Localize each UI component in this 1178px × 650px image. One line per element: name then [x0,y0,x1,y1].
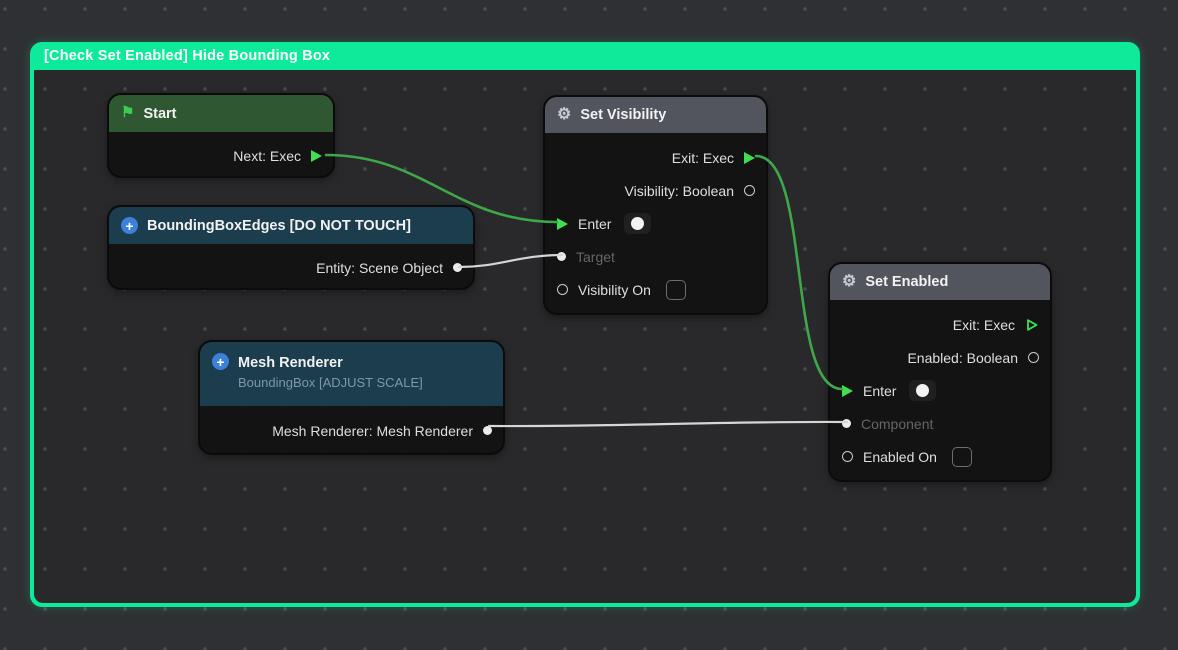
row-component: Component [830,407,1050,440]
node-set-visibility-header[interactable]: ⚙ Set Visibility [545,97,766,133]
row-visibility-boolean: Visibility: Boolean [545,174,766,207]
row-enter: Enter [830,374,1050,407]
row-exit-exec: Exit: Exec [545,141,766,174]
node-title: Set Visibility [580,107,667,123]
port-label: Exit: Exec [952,316,1015,333]
port-label: Target [576,248,615,265]
node-boundingboxedges-header[interactable]: + BoundingBoxEdges [DO NOT TOUCH] [109,207,473,244]
port-label: Next: Exec [233,147,301,164]
exec-output-port-icon[interactable] [311,149,322,162]
port-label: Enter [863,382,897,399]
row-mesh-renderer-output: Mesh Renderer: Mesh Renderer [200,423,503,439]
object-input-port-icon[interactable] [557,252,566,261]
port-label: Visibility: Boolean [624,182,734,199]
port-label: Entity: Scene Object [316,259,443,276]
exec-output-port-unconnected-icon[interactable] [1025,318,1039,332]
row-target: Target [545,240,766,273]
object-output-port-icon[interactable] [483,426,492,435]
node-subtitle: BoundingBox [ADJUST SCALE] [238,375,423,391]
node-title: Mesh Renderer [238,355,343,371]
node-title: Start [143,105,177,122]
node-start[interactable]: ⚑ Start Next: Exec [107,93,335,178]
node-mesh-renderer-header[interactable]: + Mesh Renderer BoundingBox [ADJUST SCAL… [200,342,503,406]
port-label: Component [861,415,934,432]
gear-icon: ⚙ [842,273,857,290]
run-action-button[interactable] [624,213,652,234]
port-label: Enabled On [863,448,937,465]
port-label: Visibility On [578,281,651,298]
exec-output-port-icon[interactable] [744,151,755,164]
row-enter: Enter [545,207,766,240]
node-set-enabled[interactable]: ⚙ Set Enabled Exit: Exec Enabled: Boolea… [828,262,1052,482]
boolean-output-port-icon[interactable] [1028,352,1039,363]
node-set-visibility[interactable]: ⚙ Set Visibility Exit: Exec Visibility: … [543,95,768,315]
row-entity-output: Entity: Scene Object [109,260,473,276]
object-input-port-icon[interactable] [842,419,851,428]
node-title: Set Enabled [865,274,949,290]
row-exit-exec: Exit: Exec [830,308,1050,341]
object-output-port-icon[interactable] [453,263,462,272]
visibility-on-checkbox[interactable] [665,279,686,300]
port-label: Exit: Exec [671,149,734,166]
port-label: Mesh Renderer: Mesh Renderer [272,422,473,439]
boolean-input-port-icon[interactable] [557,284,568,295]
plus-icon: + [212,353,229,370]
node-mesh-renderer[interactable]: + Mesh Renderer BoundingBox [ADJUST SCAL… [198,340,505,455]
enabled-on-checkbox[interactable] [951,446,972,467]
boolean-input-port-icon[interactable] [842,451,853,462]
plus-icon: + [121,217,138,234]
node-start-header[interactable]: ⚑ Start [109,95,333,132]
run-action-button[interactable] [909,380,937,401]
row-visibility-on: Visibility On [545,273,766,306]
gear-icon: ⚙ [557,106,572,123]
exec-input-port-icon[interactable] [842,384,853,397]
boolean-output-port-icon[interactable] [744,185,755,196]
node-set-enabled-header[interactable]: ⚙ Set Enabled [830,264,1050,300]
row-enabled-on: Enabled On [830,440,1050,473]
group-title: [Check Set Enabled] Hide Bounding Box [44,48,331,64]
row-next-exec: Next: Exec [109,148,333,164]
flag-icon: ⚑ [121,104,135,121]
row-enabled-boolean: Enabled: Boolean [830,341,1050,374]
node-boundingboxedges[interactable]: + BoundingBoxEdges [DO NOT TOUCH] Entity… [107,205,475,290]
node-title: BoundingBoxEdges [DO NOT TOUCH] [147,217,411,234]
exec-input-port-icon[interactable] [557,217,568,230]
group-title-bar[interactable]: [Check Set Enabled] Hide Bounding Box [30,42,1140,70]
port-label: Enter [578,215,612,232]
port-label: Enabled: Boolean [907,349,1018,366]
